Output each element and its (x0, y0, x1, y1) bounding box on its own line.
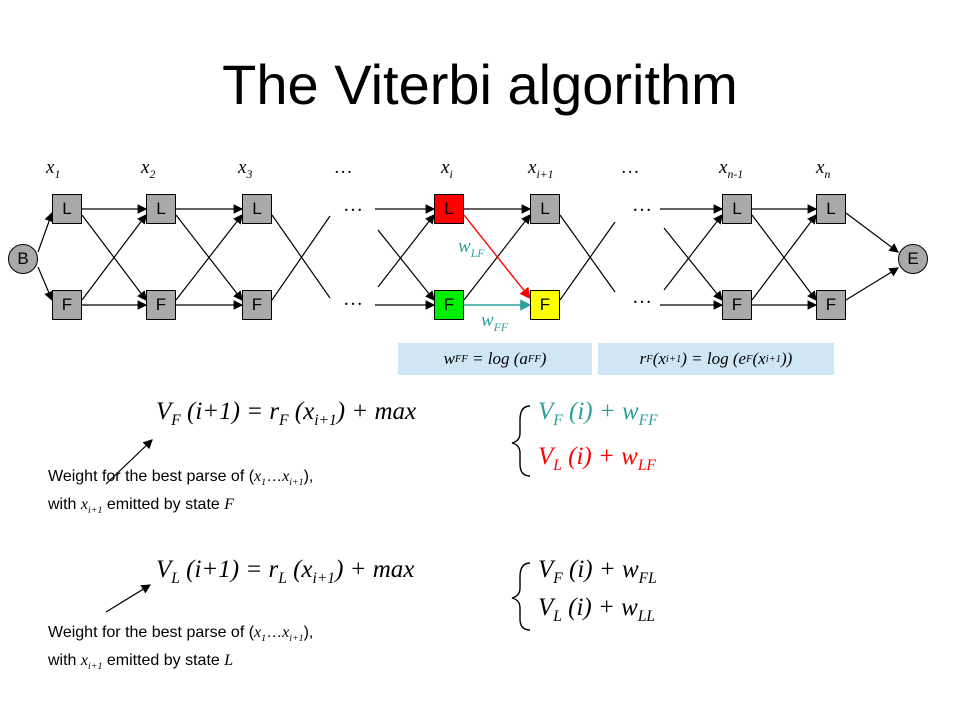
equation-vl-term-1: VF (i) + wFL (538, 556, 657, 587)
node-end: E (898, 244, 928, 274)
edge (751, 214, 817, 301)
ellipsis: … (632, 286, 652, 308)
edge-b-f (37, 266, 54, 302)
node-f: F (52, 290, 82, 320)
brace-2 (511, 562, 531, 631)
col-label-ellipsis: … (335, 157, 352, 178)
node-f-i1-highlight: F (530, 290, 560, 320)
edge-l-e (845, 212, 899, 253)
node-f-i-highlight: F (434, 290, 464, 320)
node-l: L (52, 194, 82, 224)
col-label-x1: x1 (46, 157, 61, 181)
ellipsis: … (343, 194, 363, 216)
col-label-xn1: xn-1 (719, 157, 744, 181)
pointer-arrow-1 (105, 439, 153, 485)
equation-vl-term-2: VL (i) + wLL (538, 594, 656, 625)
equation-vf: VF (i+1) = rF (xi+1) + max (156, 398, 417, 429)
edge-b-l (37, 211, 54, 253)
equation-vf-term-2: VL (i) + wLF (538, 443, 656, 474)
pointer-arrow-2 (105, 584, 152, 613)
node-l: L (242, 194, 272, 224)
ellipsis: … (343, 288, 363, 310)
node-f: F (816, 290, 846, 320)
col-label-x3: x3 (238, 157, 253, 181)
node-l: L (530, 194, 560, 224)
edge (271, 215, 331, 301)
equation-vl: VL (i+1) = rL (xi+1) + max (156, 556, 415, 587)
edge (81, 214, 147, 301)
col-label-x2: x2 (141, 157, 156, 181)
equation-vf-term-1: VF (i) + wFF (538, 398, 658, 429)
edge (377, 229, 435, 301)
node-begin: B (8, 244, 38, 274)
edge (175, 214, 243, 301)
col-label-xi: xi (441, 157, 453, 181)
node-l: L (722, 194, 752, 224)
node-l-i-highlight: L (434, 194, 464, 224)
edge (559, 221, 616, 301)
col-label-xn: xn (816, 157, 831, 181)
edge-f-e (845, 267, 900, 301)
edge-w-lf (463, 214, 531, 300)
node-l: L (146, 194, 176, 224)
node-l: L (816, 194, 846, 224)
col-label-ellipsis: … (622, 157, 639, 178)
brace-1 (511, 405, 531, 477)
note-1: Weight for the best parse of (x1…xi+1), … (48, 468, 314, 517)
col-label-xi1: xi+1 (528, 157, 554, 181)
edge-label-w-lf: wLF (458, 236, 485, 260)
note-2: Weight for the best parse of (x1…xi+1), … (48, 624, 314, 673)
node-f: F (146, 290, 176, 320)
edge (663, 227, 723, 301)
edge (377, 214, 435, 288)
node-f: F (722, 290, 752, 320)
node-f: F (242, 290, 272, 320)
edge (663, 214, 723, 291)
edge (559, 214, 616, 293)
edge-label-w-ff: wFF (481, 310, 509, 334)
slide-title: The Viterbi algorithm (222, 53, 738, 116)
ellipsis: … (632, 194, 652, 216)
edge (271, 214, 331, 299)
